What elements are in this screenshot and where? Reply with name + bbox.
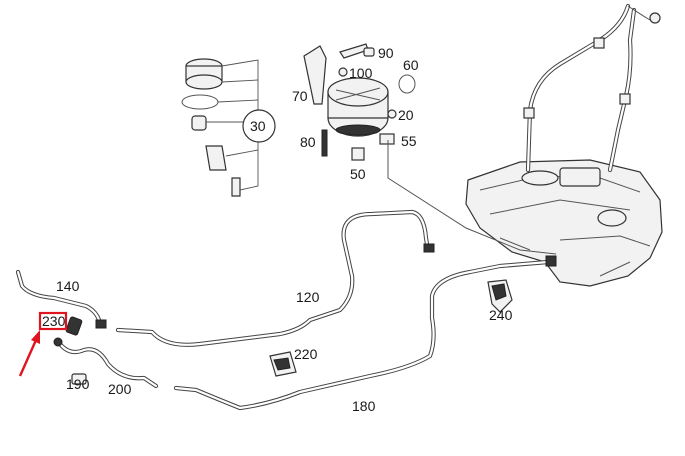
filter-element-stack (181, 58, 259, 197)
line-200 (53, 337, 159, 389)
line-180 (173, 255, 557, 411)
label-190: 190 (66, 376, 90, 392)
label-70: 70 (292, 88, 308, 104)
small-fasteners (321, 47, 416, 161)
label-90: 90 (378, 45, 394, 61)
label-20: 20 (398, 107, 414, 123)
label-55: 55 (401, 133, 417, 149)
label-120: 120 (296, 289, 320, 305)
clip-230 (65, 316, 83, 336)
leader-filter-tank (387, 140, 557, 255)
label-240: 240 (489, 307, 513, 323)
fuel-filter-housing (303, 43, 389, 137)
label-100: 100 (349, 65, 373, 81)
highlight-arrow (18, 330, 40, 377)
highlight-box-230 (38, 311, 68, 331)
label-220: 220 (294, 346, 318, 362)
clip-240 (487, 279, 513, 313)
fuel-tank (465, 159, 663, 287)
label-200: 200 (108, 381, 132, 397)
clip-220 (269, 351, 297, 377)
line-120 (115, 209, 435, 347)
callout-circle-30 (242, 109, 276, 143)
label-140: 140 (56, 278, 80, 294)
label-50: 50 (350, 166, 366, 182)
label-230: 230 (42, 313, 66, 329)
line-140 (15, 269, 107, 329)
label-30: 30 (250, 118, 266, 134)
label-80: 80 (300, 134, 316, 150)
label-60: 60 (403, 57, 419, 73)
label-180: 180 (352, 398, 376, 414)
clip-190 (71, 373, 87, 385)
filler-vent-tubes (523, 3, 661, 173)
